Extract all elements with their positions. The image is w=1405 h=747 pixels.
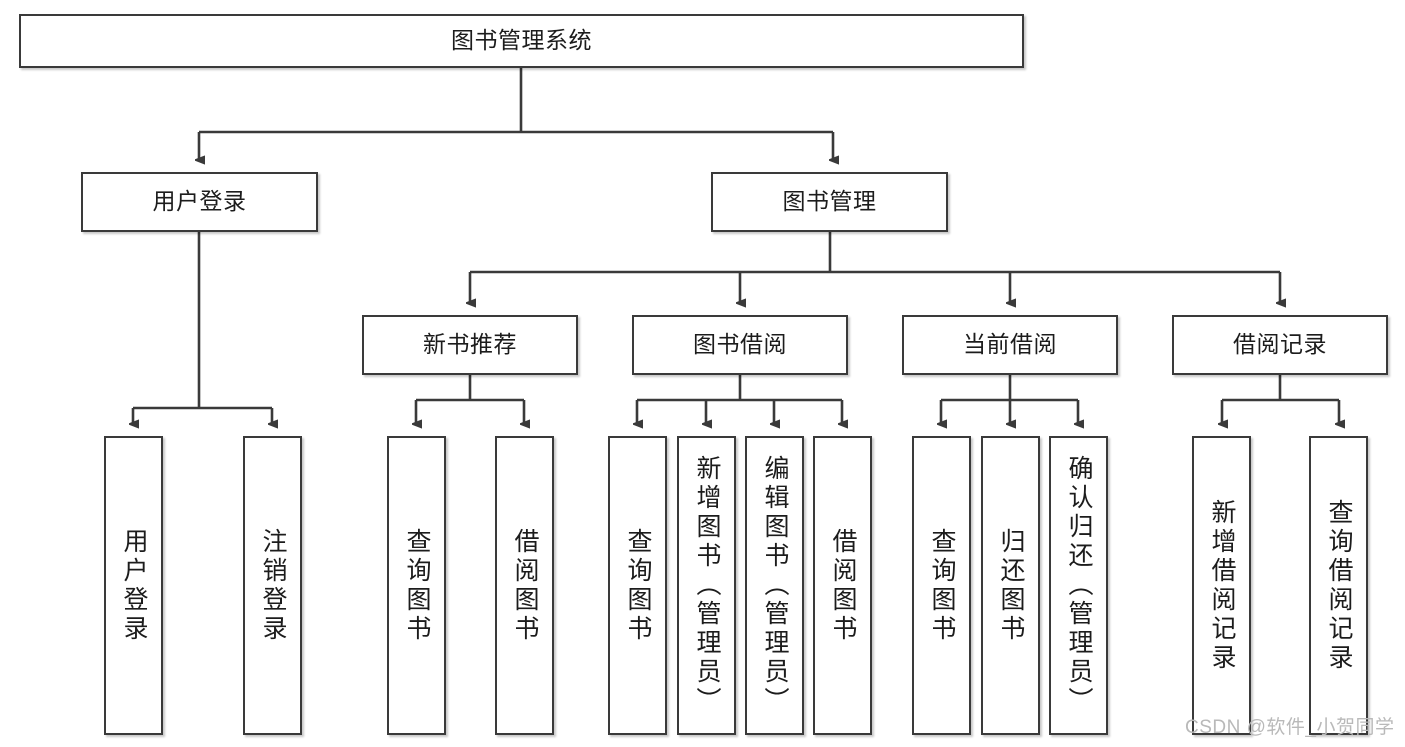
node-label: 注销登录	[259, 527, 287, 644]
node-leaf-return-book[interactable]: 归还图书	[981, 436, 1040, 735]
node-label: 图书管理	[782, 188, 877, 215]
node-label: 借阅记录	[1233, 331, 1327, 358]
node-label: 编辑图书（管理员）	[761, 455, 789, 716]
node-label: 查询图书	[403, 527, 431, 644]
node-label: 图书管理系统	[451, 27, 592, 54]
node-label: 用户登录	[120, 527, 148, 644]
node-label: 新增图书（管理员）	[693, 455, 721, 716]
node-leaf-query-record[interactable]: 查询借阅记录	[1309, 436, 1368, 735]
node-label: 当前借阅	[963, 331, 1057, 358]
node-label: 用户登录	[152, 188, 247, 215]
node-leaf-query-book-2[interactable]: 查询图书	[608, 436, 667, 735]
node-leaf-add-book[interactable]: 新增图书（管理员）	[677, 436, 736, 735]
node-book-management-system[interactable]: 图书管理系统	[19, 14, 1024, 68]
node-leaf-query-book-1[interactable]: 查询图书	[387, 436, 446, 735]
node-leaf-borrow-book-1[interactable]: 借阅图书	[495, 436, 554, 735]
node-label: 借阅图书	[829, 527, 857, 644]
node-leaf-add-record[interactable]: 新增借阅记录	[1192, 436, 1251, 735]
node-borrow-record[interactable]: 借阅记录	[1172, 315, 1388, 375]
node-current-borrow[interactable]: 当前借阅	[902, 315, 1118, 375]
node-label: 借阅图书	[511, 527, 539, 644]
node-label: 查询图书	[928, 527, 956, 644]
node-leaf-user-login[interactable]: 用户登录	[104, 436, 163, 735]
node-book-borrow[interactable]: 图书借阅	[632, 315, 848, 375]
node-book-management[interactable]: 图书管理	[711, 172, 948, 232]
node-label: 查询图书	[624, 527, 652, 644]
node-leaf-query-book-3[interactable]: 查询图书	[912, 436, 971, 735]
node-leaf-edit-book[interactable]: 编辑图书（管理员）	[745, 436, 804, 735]
node-leaf-confirm-return[interactable]: 确认归还（管理员）	[1049, 436, 1108, 735]
node-leaf-borrow-book-2[interactable]: 借阅图书	[813, 436, 872, 735]
node-label: 归还图书	[997, 527, 1025, 644]
node-new-book-recommend[interactable]: 新书推荐	[362, 315, 578, 375]
node-leaf-logout-login[interactable]: 注销登录	[243, 436, 302, 735]
node-label: 新书推荐	[423, 331, 517, 358]
node-label: 查询借阅记录	[1325, 498, 1353, 673]
node-label: 图书借阅	[693, 331, 787, 358]
node-user-login[interactable]: 用户登录	[81, 172, 318, 232]
watermark-text: CSDN @软件_小贺同学	[1185, 717, 1395, 738]
node-label: 确认归还（管理员）	[1065, 455, 1093, 716]
node-label: 新增借阅记录	[1208, 498, 1236, 673]
